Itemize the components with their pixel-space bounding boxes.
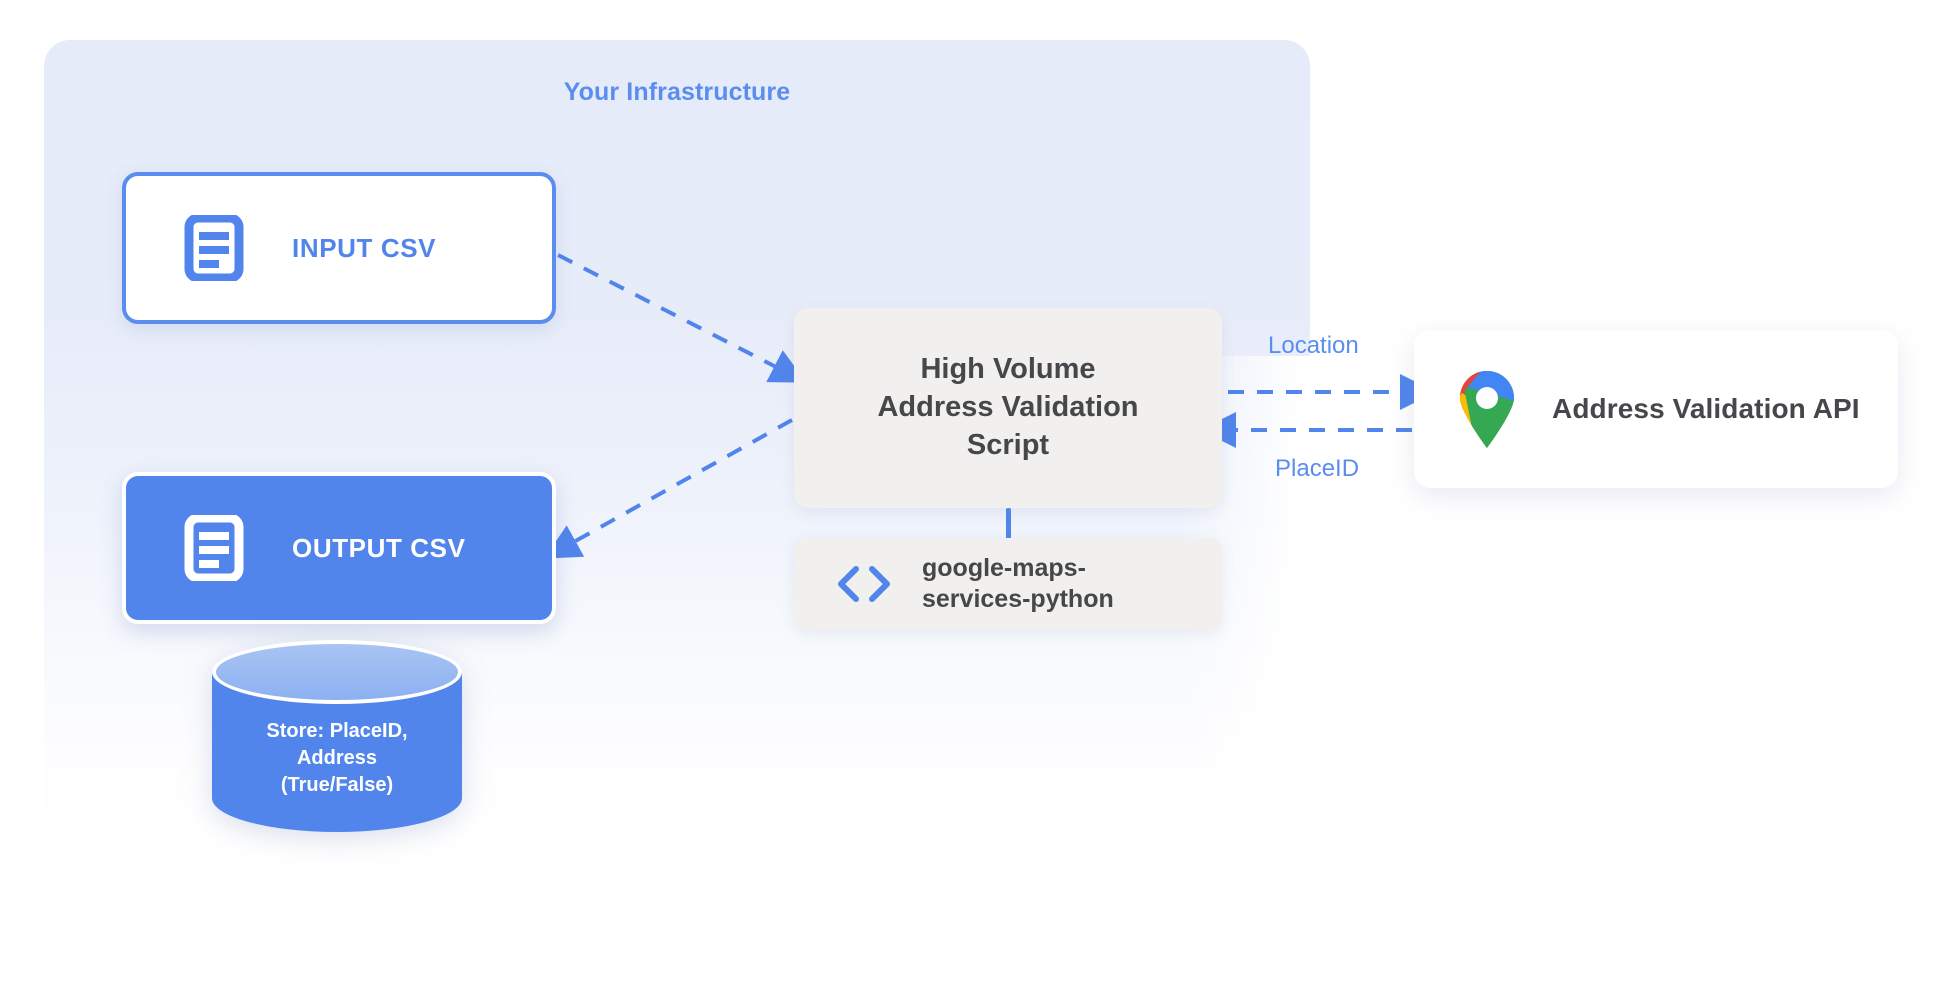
script-library-connector xyxy=(1006,508,1011,540)
input-csv-label: INPUT CSV xyxy=(292,232,437,263)
input-csv-node[interactable]: INPUT CSV xyxy=(122,172,556,324)
script-node[interactable]: High Volume Address Validation Script xyxy=(794,308,1222,508)
library-node[interactable]: google-maps- services-python xyxy=(794,538,1222,630)
infrastructure-title: Your Infrastructure xyxy=(563,78,791,106)
output-csv-label: OUTPUT CSV xyxy=(292,532,466,563)
database-top-ellipse xyxy=(212,640,462,704)
code-brackets-icon xyxy=(838,566,890,602)
database-node[interactable]: Store: PlaceID, Address (True/False) xyxy=(212,640,462,862)
google-maps-pin-icon xyxy=(1459,370,1515,448)
document-icon xyxy=(184,215,244,281)
document-icon xyxy=(184,515,244,581)
api-label: Address Validation API xyxy=(1552,393,1860,424)
edge-label-location: Location xyxy=(1268,332,1359,359)
database-label: Store: PlaceID, Address (True/False) xyxy=(266,720,408,797)
address-validation-api-node[interactable]: Address Validation API xyxy=(1414,330,1898,488)
library-label: google-maps- services-python xyxy=(922,553,1114,613)
edge-label-placeid: PlaceID xyxy=(1275,455,1360,482)
script-label: High Volume Address Validation Script xyxy=(877,353,1139,461)
output-csv-node[interactable]: OUTPUT CSV xyxy=(122,472,556,624)
